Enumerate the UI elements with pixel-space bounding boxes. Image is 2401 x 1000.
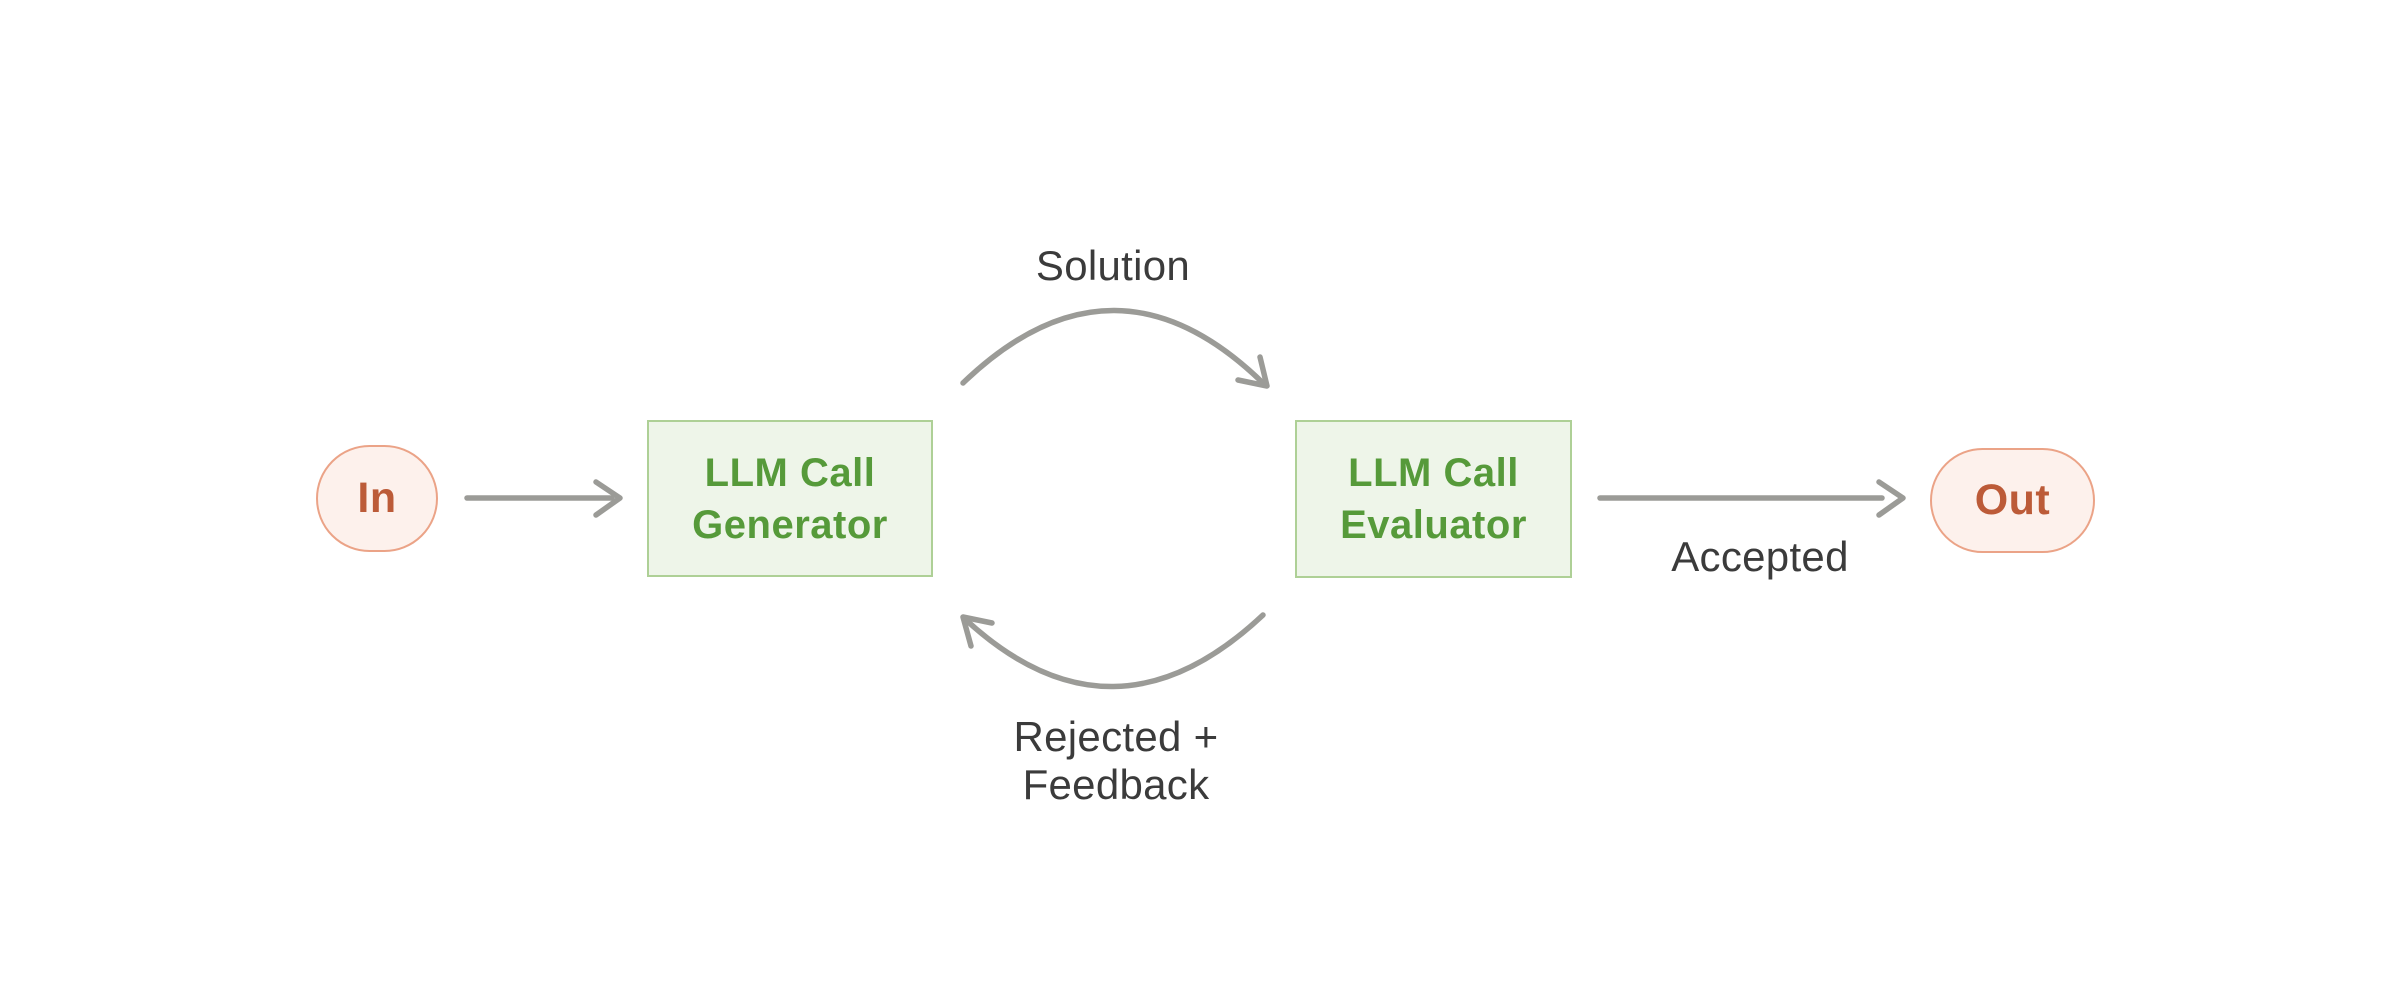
node-in: In [316, 445, 438, 552]
node-generator-label-line2: Generator [692, 502, 888, 547]
node-out: Out [1930, 448, 2095, 553]
node-generator-label-line1: LLM Call [704, 450, 876, 495]
edge-label-rejected-line1: Rejected + [1013, 713, 1219, 760]
edge-label-solution: Solution [1035, 242, 1191, 289]
node-llm-call-generator: LLM Call Generator [647, 420, 933, 577]
node-out-label: Out [1974, 476, 2051, 524]
in-to-generator-arrowhead-icon [593, 479, 623, 518]
node-evaluator-label: LLM Call Evaluator [1340, 447, 1527, 551]
node-evaluator-label-line2: Evaluator [1340, 503, 1527, 547]
solution-arrowhead-icon [1235, 354, 1270, 389]
feedback-arrow-curve [962, 612, 1266, 690]
feedback-arrowhead-icon [960, 614, 995, 649]
node-evaluator-label-line1: LLM Call [1348, 451, 1519, 495]
edge-label-rejected-line2: Feedback [1022, 761, 1210, 808]
solution-arrow-curve [960, 307, 1268, 388]
node-generator-label: LLM Call Generator [692, 447, 888, 551]
evaluator-to-out-arrowhead-icon [1876, 479, 1906, 518]
node-in-label: In [357, 474, 397, 522]
edge-label-accepted: Accepted [1671, 533, 1849, 580]
edge-label-rejected-feedback: Rejected + Feedback [1014, 713, 1219, 809]
node-llm-call-evaluator: LLM Call Evaluator [1295, 420, 1572, 578]
